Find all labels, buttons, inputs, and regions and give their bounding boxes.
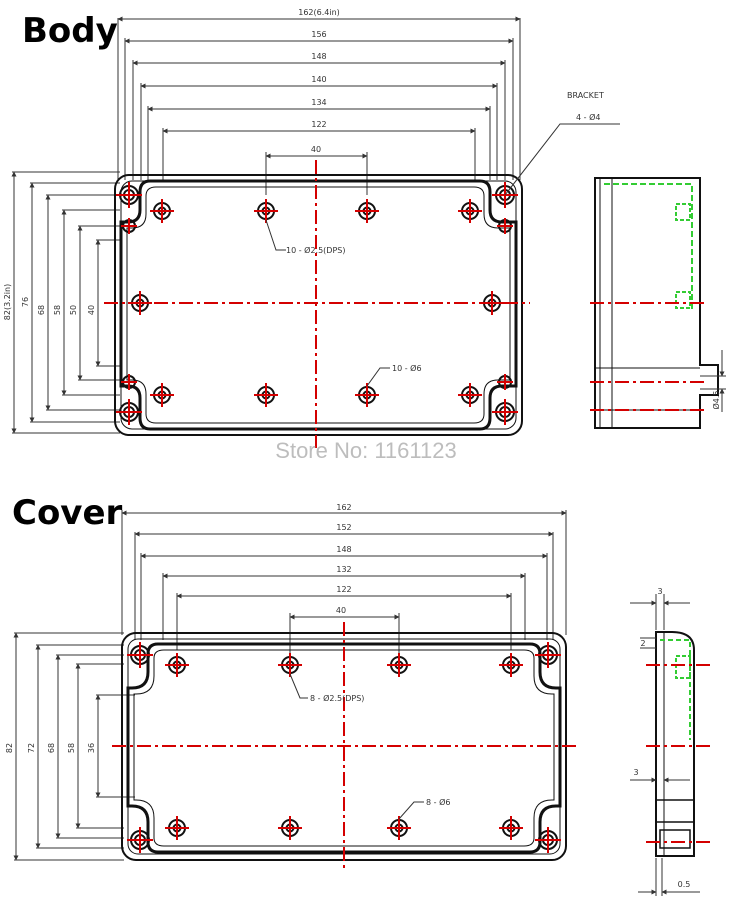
cover-title: Cover (12, 493, 123, 533)
cover-side-dim-bottom: 0.5 (678, 880, 691, 889)
body-top-dimensions (117, 16, 521, 195)
body-outline (114, 174, 523, 436)
cover-dim-82: 82 (5, 743, 14, 753)
body-callout-bracket: BRACKET (567, 91, 604, 100)
body-dim-76: 76 (21, 297, 30, 307)
cover-dim-72: 72 (27, 743, 36, 753)
body-dim-162: 162(6.4in) (298, 8, 340, 17)
body-callout-bracket-holes: 4 - Ø4 (576, 112, 600, 122)
cover-dim-162: 162 (336, 503, 351, 512)
cover-left-dimensions (13, 632, 135, 861)
cover-top-dimensions (121, 510, 567, 655)
cover-dim-132: 132 (336, 565, 351, 574)
body-dim-40v: 40 (87, 305, 96, 315)
body-dim-40: 40 (311, 145, 321, 154)
body-dim-68: 68 (37, 305, 46, 315)
cover-dim-148: 148 (336, 545, 351, 554)
body-dim-82: 82(3.2in) (3, 284, 12, 320)
body-callout-large-holes: 10 - Ø6 (392, 363, 422, 373)
cover-dim-122: 122 (336, 585, 351, 594)
cover-callout-large-holes: 8 - Ø6 (426, 797, 450, 807)
body-side-view (590, 177, 726, 429)
cover-dim-68: 68 (47, 743, 56, 753)
cover-side-view (630, 594, 710, 896)
cover-dim-36: 36 (87, 743, 96, 753)
body-dim-140: 140 (311, 75, 326, 84)
cover-callout-leaders (289, 673, 424, 820)
cover-hole-crosshairs (127, 642, 561, 853)
body-title: Body (22, 11, 118, 51)
body-callout-small-holes: 10 - Ø2.5(DPS) (286, 245, 345, 255)
store-watermark: Store No: 1161123 (275, 438, 456, 463)
cover-side-dim-top: 3 (657, 587, 662, 596)
cover-dim-58: 58 (67, 743, 76, 753)
body-dim-58: 58 (53, 305, 62, 315)
cover-dim-152: 152 (336, 523, 351, 532)
cover-centerlines (112, 622, 580, 870)
cover-side-dim-lip: 2 (640, 639, 645, 648)
body-callout-leaders (265, 123, 620, 387)
cover-callout-small-holes: 8 - Ø2.5(DPS) (310, 693, 364, 703)
cover-side-dim-wall: 3 (633, 768, 638, 777)
body-dim-50: 50 (69, 305, 78, 315)
body-centerlines (104, 160, 530, 448)
body-dim-122: 122 (311, 120, 326, 129)
body-dim-134: 134 (311, 98, 326, 107)
cover-dim-40: 40 (336, 606, 346, 615)
body-side-dim: Ø4.5 (711, 390, 721, 409)
body-dim-156: 156 (311, 30, 326, 39)
body-dim-148: 148 (311, 52, 326, 61)
